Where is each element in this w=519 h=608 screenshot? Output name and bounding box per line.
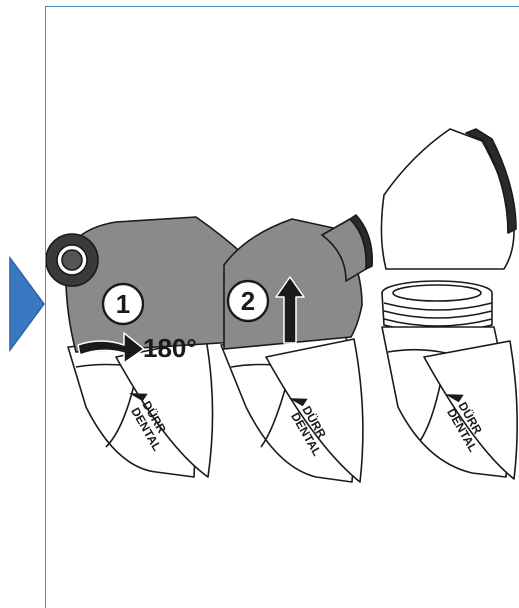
pointer-arrow-icon [8, 256, 46, 352]
unit-3 [381, 129, 517, 479]
unit-2 [221, 215, 372, 482]
rotation-angle-label: 180° [143, 333, 197, 363]
step-2-number: 2 [241, 286, 255, 316]
separator-removal-illustration: 1 180° DÜRR DENTAL 2 DÜRR DENTAL [46, 7, 519, 608]
step-1-number: 1 [116, 289, 130, 319]
